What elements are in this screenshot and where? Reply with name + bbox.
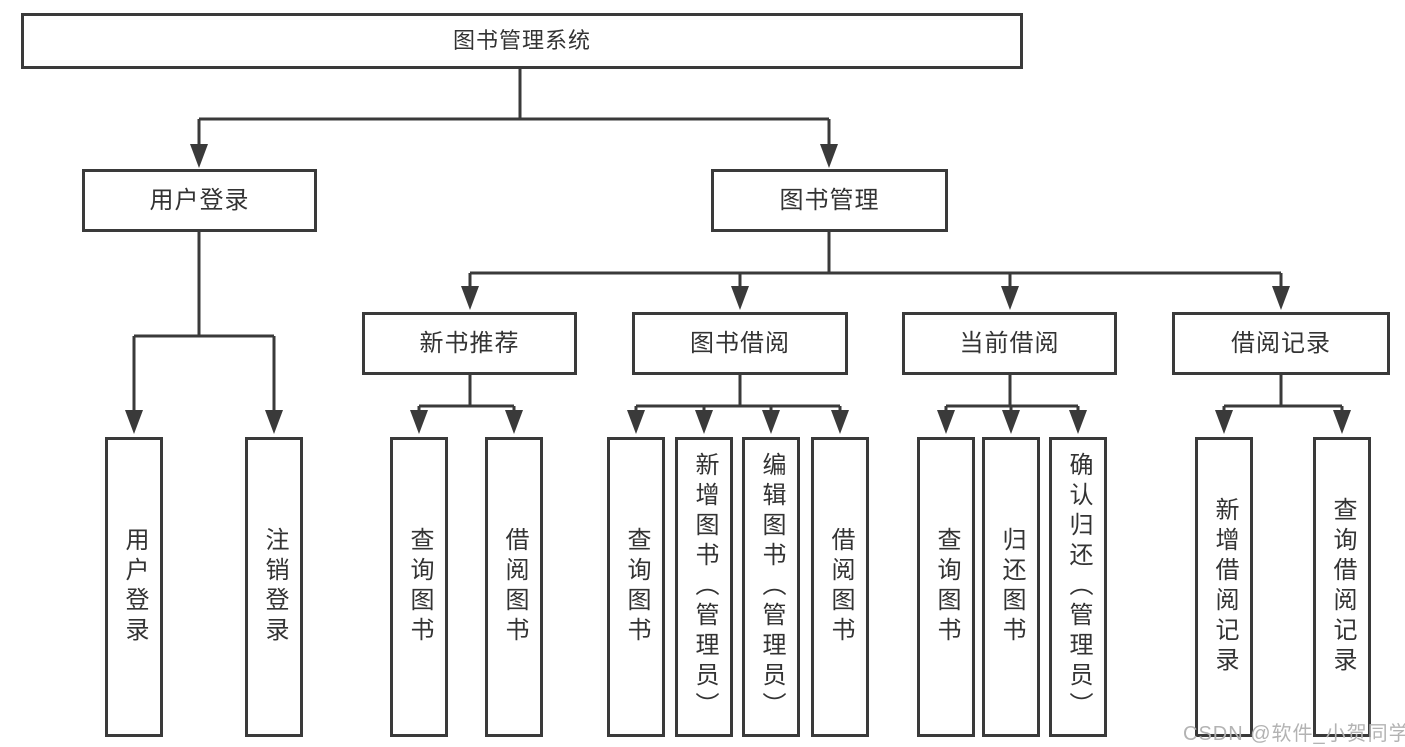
node-new-book-recommend: 新书推荐 (362, 312, 577, 375)
leaf-logout: 注销登录 (245, 437, 303, 737)
leaf-user-login-label: 用户登录 (121, 527, 148, 647)
node-book-management: 图书管理 (711, 169, 948, 232)
node-library-system: 图书管理系统 (21, 13, 1023, 69)
leaf-borrow-books-recommend: 借阅图书 (485, 437, 543, 737)
leaf-confirm-return-admin: 确认归还（管理员） (1049, 437, 1107, 737)
node-borrow-records: 借阅记录 (1172, 312, 1390, 375)
leaf-edit-book-admin-label: 编辑图书（管理员） (758, 452, 785, 722)
leaf-query-books-borrow-label: 查询图书 (623, 527, 650, 647)
leaf-add-borrow-record-label: 新增借阅记录 (1211, 497, 1238, 677)
leaf-query-books-current-label: 查询图书 (933, 527, 960, 647)
node-book-borrow-label: 图书借阅 (690, 329, 790, 357)
leaf-borrow-books-2-label: 借阅图书 (827, 527, 854, 647)
leaf-user-login: 用户登录 (105, 437, 163, 737)
node-new-book-recommend-label: 新书推荐 (419, 329, 520, 357)
node-current-borrow-label: 当前借阅 (959, 329, 1060, 357)
leaf-add-book-admin-label: 新增图书（管理员） (691, 452, 718, 722)
node-borrow-records-label: 借阅记录 (1231, 329, 1331, 357)
leaf-edit-book-admin: 编辑图书（管理员） (742, 437, 800, 737)
leaf-query-books-borrow: 查询图书 (607, 437, 665, 737)
leaf-borrow-books-recommend-label: 借阅图书 (501, 527, 528, 647)
leaf-query-books-recommend-label: 查询图书 (406, 527, 433, 647)
node-library-system-label: 图书管理系统 (452, 28, 591, 53)
leaf-return-book: 归还图书 (982, 437, 1040, 737)
leaf-confirm-return-admin-label: 确认归还（管理员） (1065, 452, 1092, 722)
leaf-add-book-admin: 新增图书（管理员） (675, 437, 733, 737)
leaf-query-books-current: 查询图书 (917, 437, 975, 737)
leaf-borrow-books-2: 借阅图书 (811, 437, 869, 737)
leaf-return-book-label: 归还图书 (998, 527, 1025, 647)
node-user-login: 用户登录 (82, 169, 317, 232)
leaf-query-borrow-record: 查询借阅记录 (1313, 437, 1371, 737)
leaf-query-borrow-record-label: 查询借阅记录 (1329, 497, 1356, 677)
node-book-management-label: 图书管理 (779, 186, 880, 214)
csdn-watermark: CSDN @软件_小贺同学 (1183, 723, 1405, 745)
node-book-borrow: 图书借阅 (632, 312, 848, 375)
leaf-logout-label: 注销登录 (261, 527, 288, 647)
node-current-borrow: 当前借阅 (902, 312, 1117, 375)
leaf-query-books-recommend: 查询图书 (390, 437, 448, 737)
leaf-add-borrow-record: 新增借阅记录 (1195, 437, 1253, 737)
node-user-login-label: 用户登录 (149, 186, 250, 214)
